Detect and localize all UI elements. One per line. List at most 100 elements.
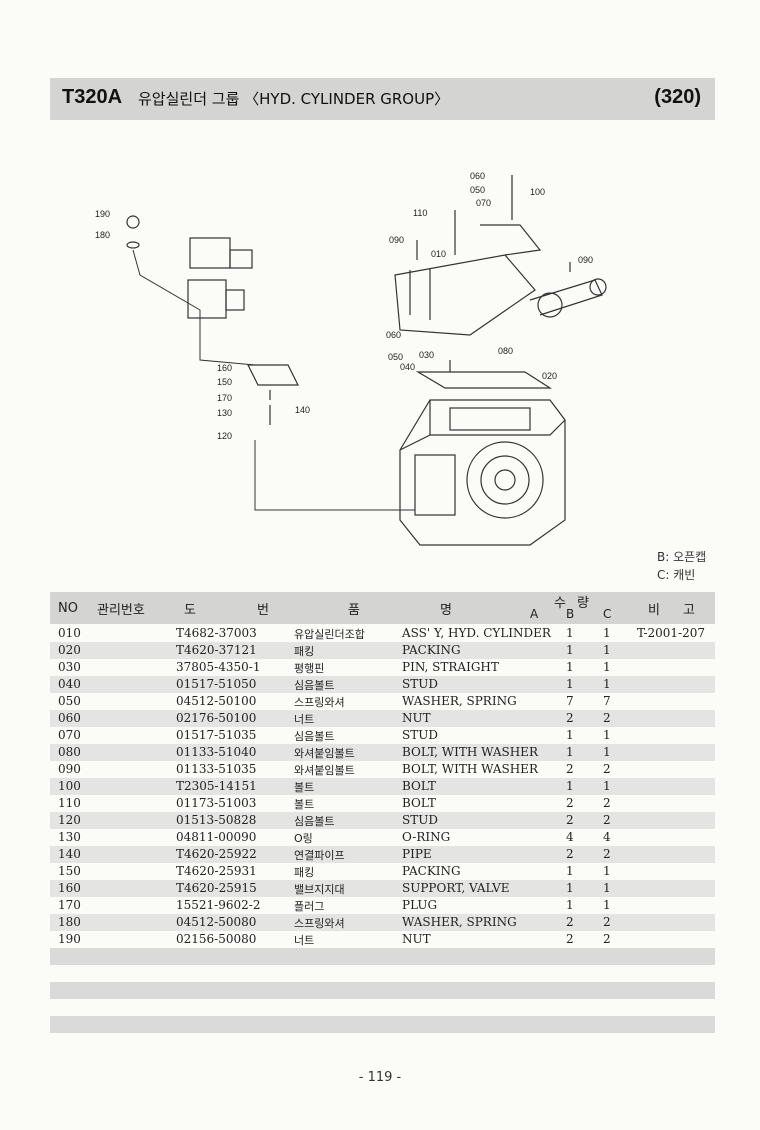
cell-qty-b: 1 xyxy=(566,626,574,640)
cell-qty-b: 1 xyxy=(566,779,574,793)
cell-qty-c: 7 xyxy=(603,694,611,708)
svg-text:100: 100 xyxy=(530,187,545,197)
cell-name-english: PLUG xyxy=(402,898,438,912)
cell-part-number: 02176-50100 xyxy=(176,711,257,725)
cell-remark: T-2001-207 xyxy=(637,626,706,640)
cell-qty-c: 1 xyxy=(603,626,611,640)
cell-no: 090 xyxy=(58,762,81,776)
cell-part-number: T2305-14151 xyxy=(176,779,257,793)
svg-text:080: 080 xyxy=(498,346,513,356)
col-b: B xyxy=(566,607,575,621)
cell-qty-b: 2 xyxy=(566,847,574,861)
cell-no: 060 xyxy=(58,711,81,725)
cell-name-korean: 볼트 xyxy=(294,781,315,794)
cell-qty-b: 4 xyxy=(566,830,574,844)
cell-name-korean: 심음볼트 xyxy=(294,815,335,828)
cell-name-korean: 연결파이프 xyxy=(294,849,345,862)
cell-name-english: BOLT, WITH WASHER xyxy=(402,762,538,776)
group-title: 유압실린더 그룹 〈HYD. CYLINDER GROUP〉 xyxy=(138,90,450,108)
cell-name-english: WASHER, SPRING xyxy=(402,915,517,929)
col-ryang: 량 xyxy=(577,596,589,611)
svg-text:050: 050 xyxy=(470,185,485,195)
cell-qty-b: 7 xyxy=(566,694,574,708)
cell-qty-c: 2 xyxy=(603,796,611,810)
cell-name-english: PACKING xyxy=(402,643,461,657)
group-page-code: (320) xyxy=(654,86,701,108)
cell-qty-c: 2 xyxy=(603,932,611,946)
cell-qty-b: 1 xyxy=(566,643,574,657)
cell-no: 010 xyxy=(58,626,81,640)
cell-part-number: 02156-50080 xyxy=(176,932,257,946)
cell-name-english: BOLT, WITH WASHER xyxy=(402,745,538,759)
cell-qty-b: 1 xyxy=(566,677,574,691)
blank-row xyxy=(50,948,715,965)
cell-part-number: T4620-25922 xyxy=(176,847,257,861)
cell-name-korean: O링 xyxy=(294,832,313,845)
cell-no: 110 xyxy=(58,796,81,810)
cell-qty-c: 2 xyxy=(603,711,611,725)
cell-name-english: BOLT xyxy=(402,796,436,810)
cell-qty-c: 2 xyxy=(603,847,611,861)
col-a: A xyxy=(530,607,539,621)
col-beon: 번 xyxy=(257,603,269,618)
cell-name-korean: 너트 xyxy=(294,713,315,726)
cell-name-english: PIPE xyxy=(402,847,432,861)
cell-no: 080 xyxy=(58,745,81,759)
col-pum: 품 xyxy=(348,603,360,618)
blank-row xyxy=(50,1016,715,1033)
svg-text:060: 060 xyxy=(470,171,485,181)
svg-text:050: 050 xyxy=(388,352,403,362)
svg-text:060: 060 xyxy=(386,330,401,340)
cell-name-english: STUD xyxy=(402,813,438,827)
cell-name-english: SUPPORT, VALVE xyxy=(402,881,510,895)
col-myeong: 명 xyxy=(440,603,452,618)
svg-text:140: 140 xyxy=(295,405,310,415)
cell-qty-c: 2 xyxy=(603,762,611,776)
cell-name-korean: 스프링와셔 xyxy=(294,917,345,930)
cell-part-number: 04512-50100 xyxy=(176,694,257,708)
cell-qty-c: 2 xyxy=(603,813,611,827)
cell-name-korean: 플러그 xyxy=(294,900,325,913)
cell-qty-c: 1 xyxy=(603,745,611,759)
cell-qty-c: 1 xyxy=(603,677,611,691)
cell-no: 130 xyxy=(58,830,81,844)
cell-no: 070 xyxy=(58,728,81,742)
svg-text:160: 160 xyxy=(217,363,232,373)
cell-name-english: NUT xyxy=(402,711,431,725)
svg-text:090: 090 xyxy=(578,255,593,265)
cell-name-korean: 스프링와셔 xyxy=(294,696,345,709)
cell-part-number: T4620-25931 xyxy=(176,864,257,878)
cell-no: 160 xyxy=(58,881,81,895)
cell-name-korean: 와셔붙임볼트 xyxy=(294,764,355,777)
cell-qty-b: 1 xyxy=(566,864,574,878)
cell-no: 100 xyxy=(58,779,81,793)
cell-qty-b: 2 xyxy=(566,813,574,827)
cell-name-english: O-RING xyxy=(402,830,451,844)
cell-name-english: WASHER, SPRING xyxy=(402,694,517,708)
legend-b: B: 오픈캡 xyxy=(657,550,707,564)
cell-qty-c: 1 xyxy=(603,643,611,657)
svg-text:120: 120 xyxy=(217,431,232,441)
svg-text:010: 010 xyxy=(431,249,446,259)
cell-name-korean: 볼트 xyxy=(294,798,315,811)
cell-part-number: 01517-51050 xyxy=(176,677,257,691)
col-no: NO xyxy=(58,601,78,616)
cell-name-english: NUT xyxy=(402,932,431,946)
cell-name-english: STUD xyxy=(402,728,438,742)
svg-text:150: 150 xyxy=(217,377,232,387)
col-su: 수 xyxy=(554,596,566,611)
